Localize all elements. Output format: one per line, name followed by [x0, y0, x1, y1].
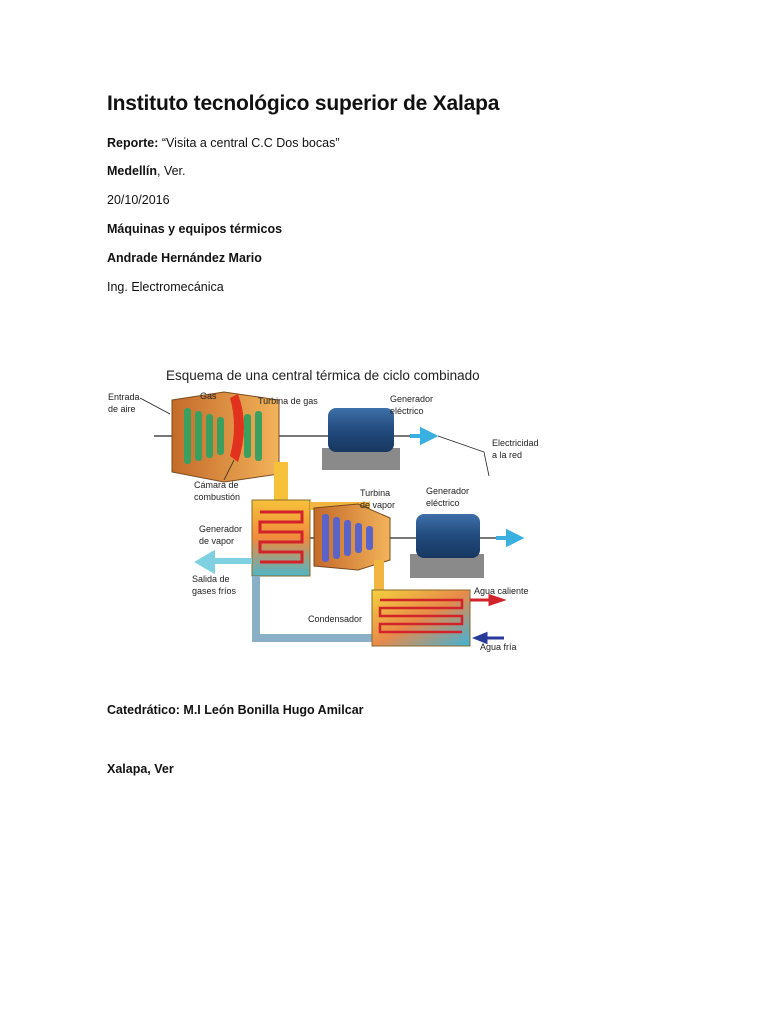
label-agua-fria: Agua fría	[480, 642, 517, 652]
career-line: Ing. Electromecánica	[107, 280, 224, 294]
condenser-coil	[378, 598, 464, 634]
label-generador-vapor-2: de vapor	[199, 536, 234, 546]
label-gas: Gas	[200, 391, 217, 401]
condenser	[371, 589, 471, 647]
document-title: Instituto tecnológico superior de Xalapa	[107, 92, 500, 115]
return-pipe-left	[252, 576, 260, 638]
label-agua-caliente: Agua caliente	[474, 586, 529, 596]
label-salida-1: Salida de	[192, 574, 230, 584]
report-line: Reporte: “Visita a central C.C Dos bocas…	[107, 136, 340, 150]
label-electricidad-1: Electricidad	[492, 438, 539, 448]
label-entrada-2: de aire	[108, 404, 136, 414]
label-entrada-1: Entrada	[108, 392, 140, 402]
generator-1	[328, 408, 394, 452]
label-generador-vapor-1: Generador	[199, 524, 242, 534]
professor-name: M.I León Bonilla Hugo Amilcar	[183, 703, 364, 717]
label-camara-1: Cámara de	[194, 480, 239, 490]
diagram-title: Esquema de una central térmica de ciclo …	[166, 368, 480, 383]
compressor-blades	[184, 408, 224, 464]
location-city: Medellín	[107, 164, 158, 178]
label-turbina-gas: Turbina de gas	[258, 396, 318, 406]
report-label: Reporte:	[107, 136, 159, 150]
generator-1-base	[322, 448, 400, 470]
label-condensador: Condensador	[308, 614, 362, 624]
author-line: Andrade Hernández Mario	[107, 251, 262, 265]
label-generador-2b: eléctrico	[426, 498, 460, 508]
label-generador-2a: Generador	[426, 486, 469, 496]
return-pipe-bottom	[252, 634, 372, 642]
steam-generator-coil	[258, 510, 304, 564]
steam-turbine-blades	[322, 514, 373, 562]
professor-label: Catedrático:	[107, 703, 180, 717]
hot-water-arrow	[470, 593, 507, 607]
label-electricidad-2: a la red	[492, 450, 522, 460]
cold-gas-arrow	[194, 549, 252, 575]
electricity-line	[437, 435, 490, 477]
city-line: Xalapa, Ver	[107, 762, 174, 776]
label-camara-2: combustión	[194, 492, 240, 502]
location-state: , Ver.	[157, 164, 186, 178]
electricity-arrow-1	[410, 426, 439, 446]
combined-cycle-diagram: Esquema de una central térmica de ciclo …	[108, 368, 539, 652]
label-generador-1b: eléctrico	[390, 406, 424, 416]
cold-water-arrow	[471, 631, 504, 645]
steam-to-condenser-pipe	[374, 560, 384, 598]
date-line: 20/10/2016	[107, 193, 170, 207]
label-generador-1a: Generador	[390, 394, 433, 404]
generator-2	[416, 514, 480, 558]
label-salida-2: gases fríos	[192, 586, 237, 596]
label-turbina-vapor-2: de vapor	[360, 500, 395, 510]
gas-turbine-blades	[244, 411, 262, 461]
location-line: Medellín, Ver.	[107, 164, 186, 178]
combustion-chamber	[230, 394, 244, 462]
label-turbina-vapor-1: Turbina	[360, 488, 390, 498]
subject-line: Máquinas y equipos térmicos	[107, 222, 283, 236]
exhaust-duct	[274, 462, 288, 506]
electricity-arrow-2	[496, 528, 525, 548]
professor-line: Catedrático: M.I León Bonilla Hugo Amilc…	[107, 703, 364, 717]
report-value: “Visita a central C.C Dos bocas”	[161, 136, 340, 150]
